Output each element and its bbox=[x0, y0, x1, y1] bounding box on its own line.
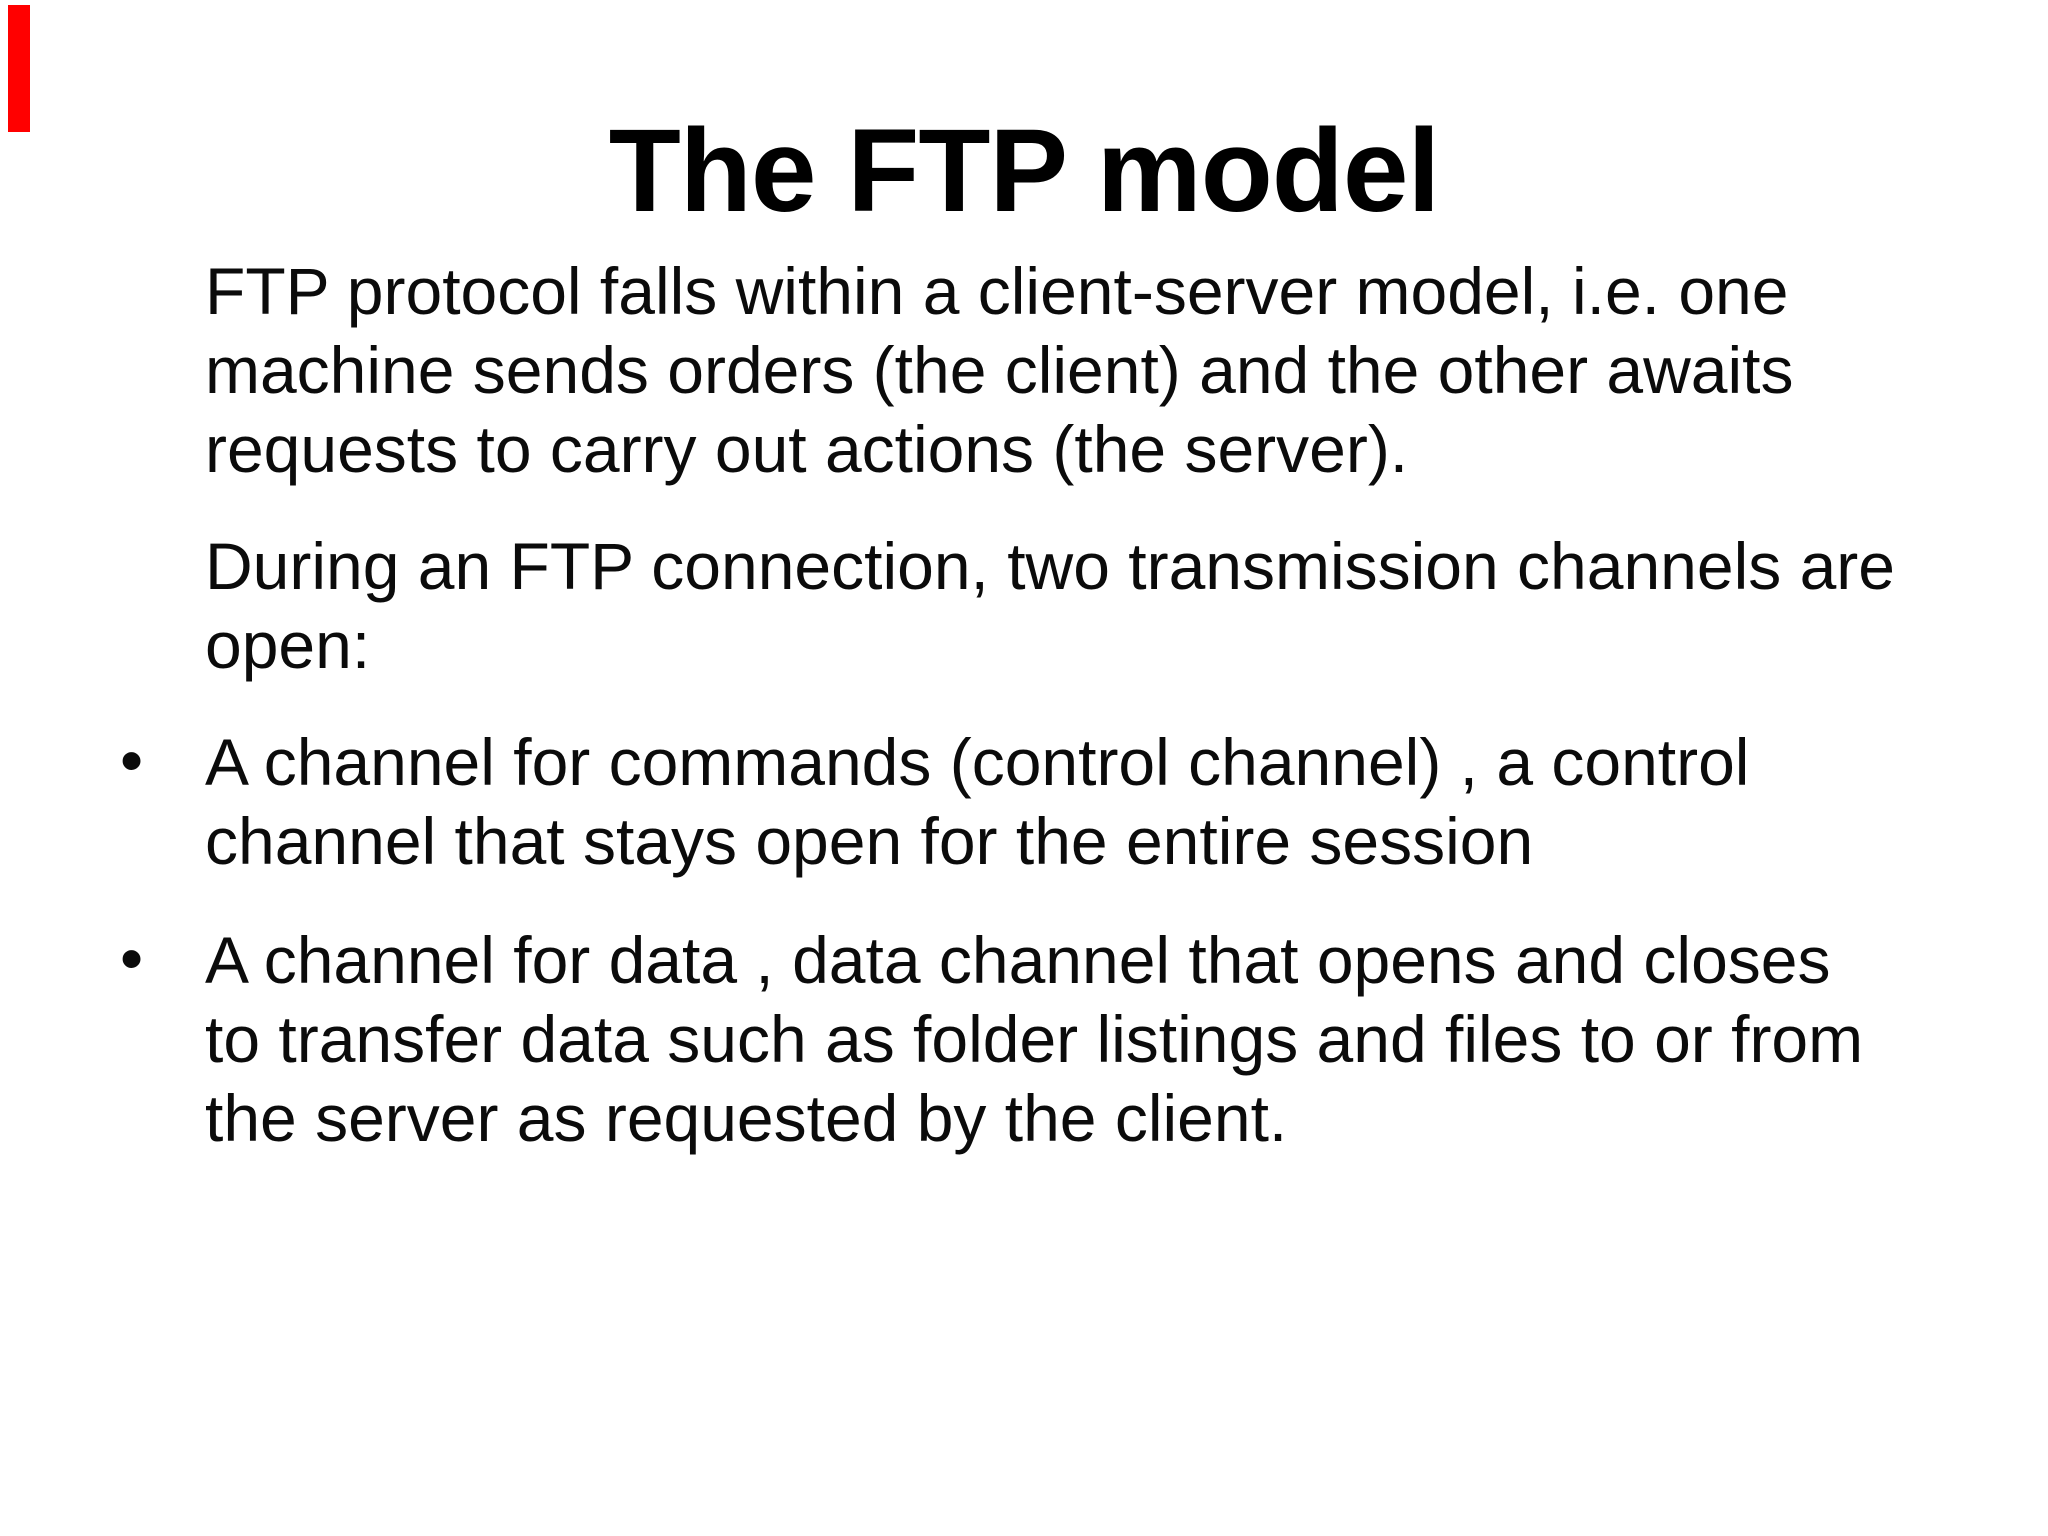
bullet-icon: • bbox=[120, 921, 144, 995]
bullet-text-data-channel: A channel for data , data channel that o… bbox=[205, 923, 1864, 1155]
bullet-icon: • bbox=[120, 723, 144, 797]
bullet-text-control-channel: A channel for commands (control channel)… bbox=[205, 725, 1750, 878]
intro-paragraph: FTP protocol falls within a client-serve… bbox=[205, 254, 1794, 486]
list-item: • A channel for data , data channel that… bbox=[120, 921, 1898, 1158]
list-item: • A channel for commands (control channe… bbox=[120, 723, 1898, 881]
red-accent-bar bbox=[8, 5, 30, 132]
page-title: The FTP model bbox=[608, 105, 1441, 237]
slide-body: FTP protocol falls within a client-serve… bbox=[120, 252, 1898, 1158]
channels-paragraph: During an FTP connection, two transmissi… bbox=[205, 529, 1895, 682]
bullet-list: • A channel for commands (control channe… bbox=[120, 723, 1898, 1158]
